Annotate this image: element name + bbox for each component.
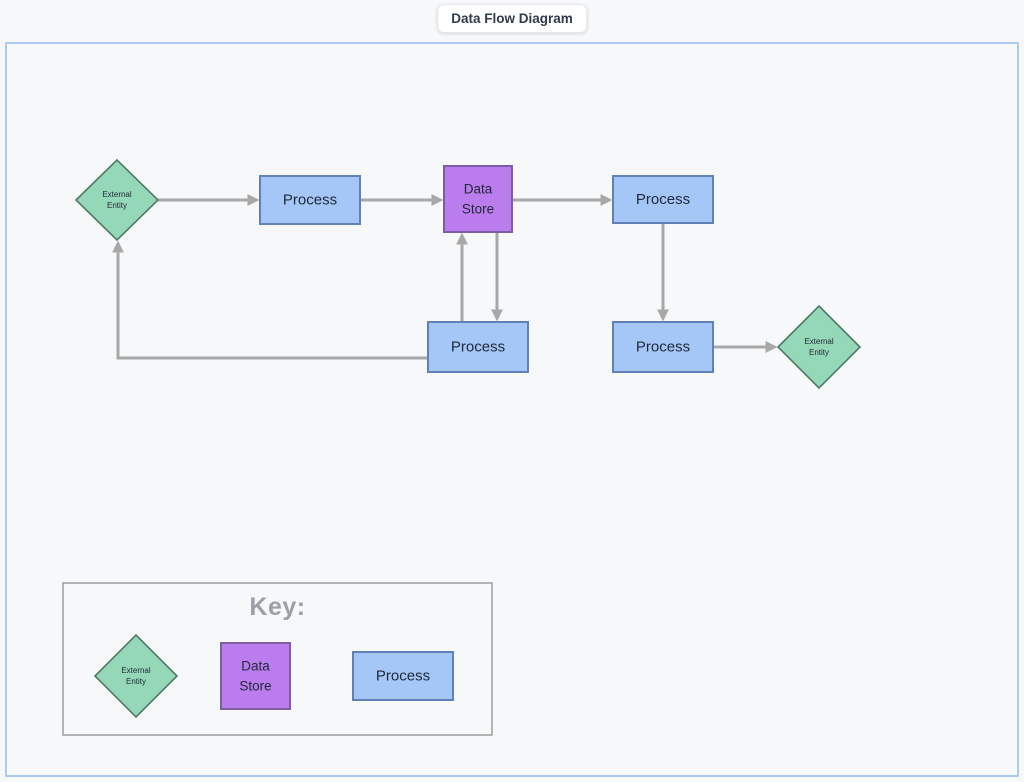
diagram-title-badge: Data Flow Diagram	[437, 4, 587, 33]
diagram-canvas	[5, 42, 1019, 777]
process-node[interactable]: Process	[427, 321, 529, 373]
legend-box	[62, 582, 493, 736]
diamond-shape	[776, 304, 862, 390]
process-node[interactable]: Process	[259, 175, 361, 225]
rect-shape	[220, 642, 291, 710]
rect-shape	[427, 321, 529, 373]
legend-title: Key:	[249, 593, 306, 621]
flow-arrow-edge-p3-ee1[interactable]	[112, 240, 428, 360]
node-label: Process	[376, 668, 430, 685]
diamond-shape	[74, 158, 160, 242]
diagram-title: Data Flow Diagram	[451, 11, 573, 26]
rect-shape	[612, 175, 714, 224]
node-label: Process	[636, 339, 690, 356]
rect-shape	[352, 651, 454, 701]
node-label: Process	[451, 339, 505, 356]
node-label: Process	[283, 192, 337, 209]
process-node[interactable]: Process	[612, 175, 714, 224]
rect-shape	[443, 165, 513, 233]
process-node[interactable]: Process	[612, 321, 714, 373]
rect-shape	[259, 175, 361, 225]
node-label: Process	[636, 191, 690, 208]
rect-shape	[612, 321, 714, 373]
legend-process-node[interactable]: Process	[352, 651, 454, 701]
diamond-shape	[93, 633, 179, 719]
